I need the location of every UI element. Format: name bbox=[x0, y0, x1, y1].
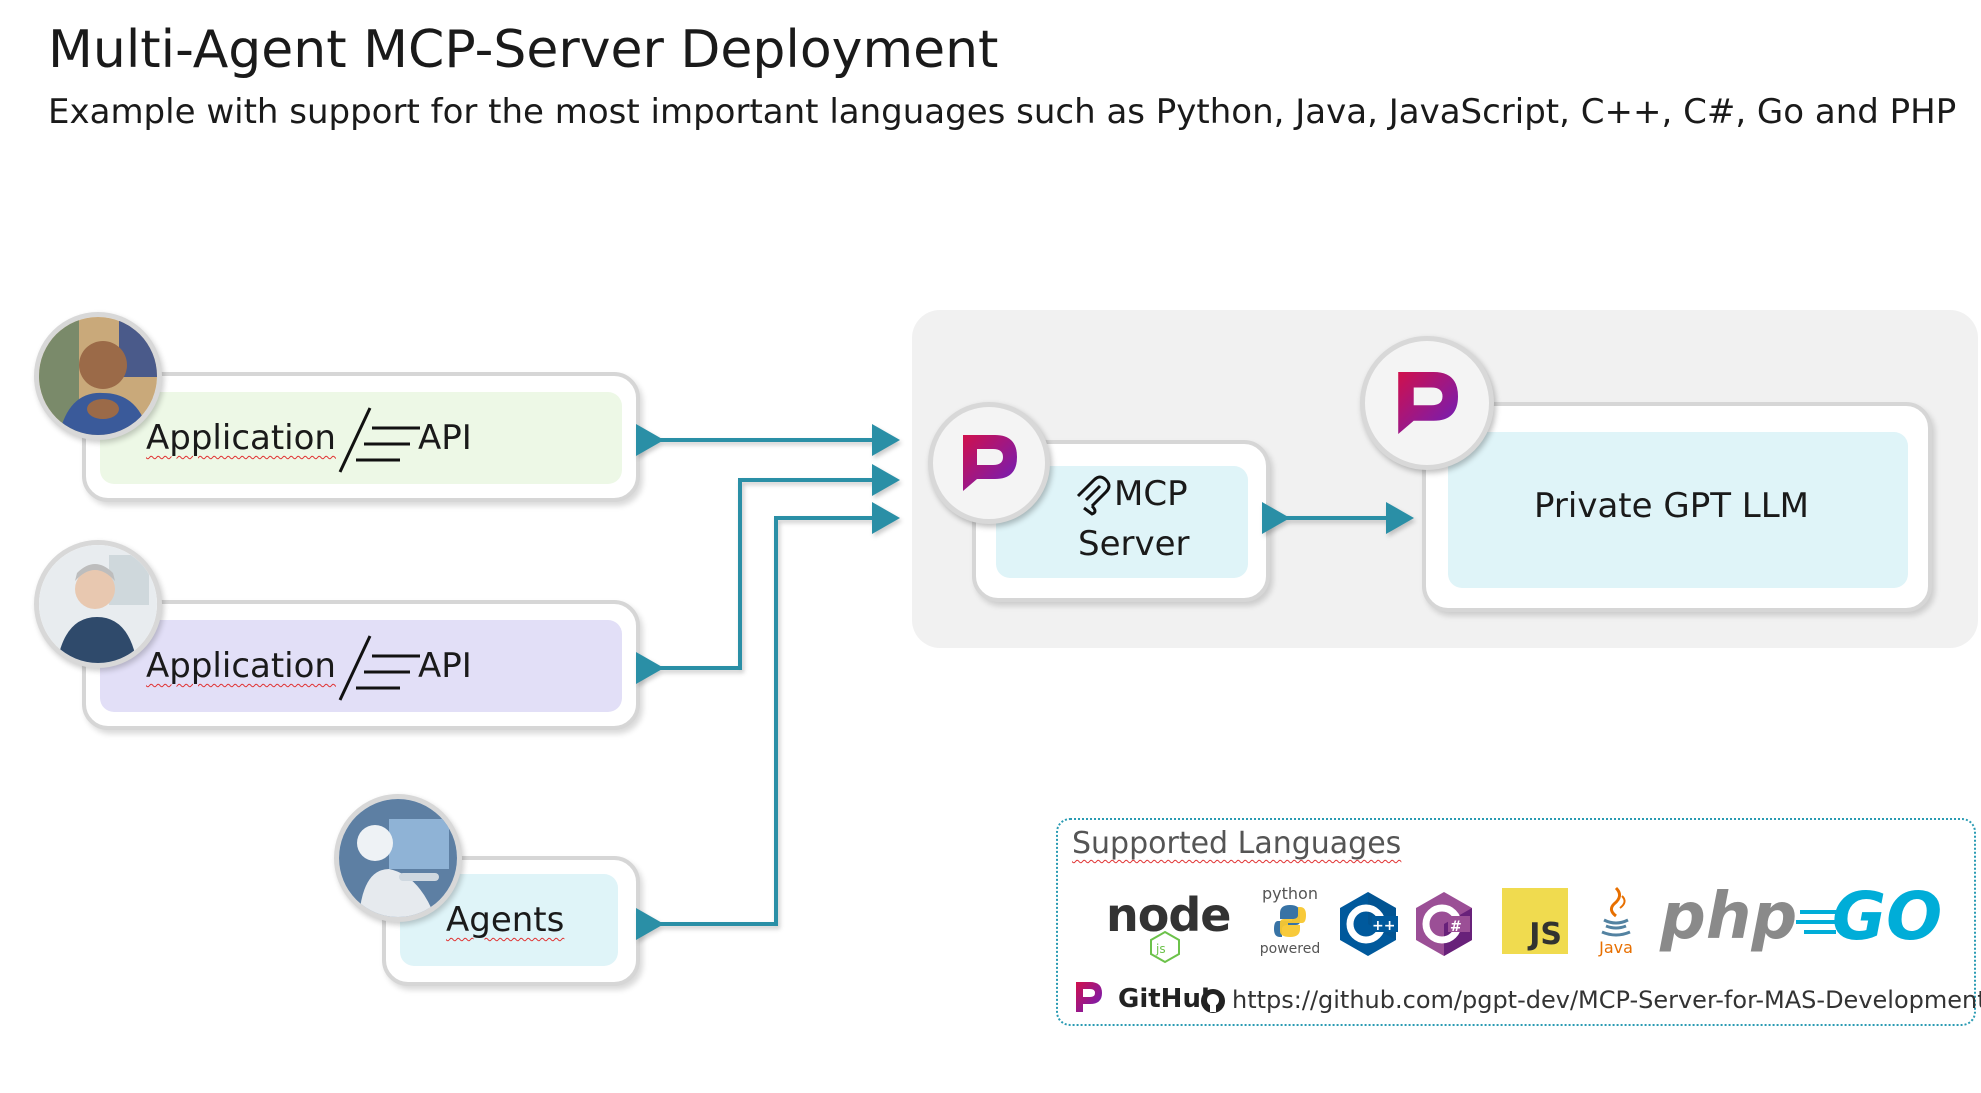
mcp-logo-badge bbox=[928, 402, 1050, 524]
person-avatar-2 bbox=[34, 540, 162, 668]
client-agents-label: Agents bbox=[446, 900, 565, 940]
svg-text:#: # bbox=[1450, 919, 1462, 935]
client-application-1-inner bbox=[100, 392, 622, 484]
python-top-text: python bbox=[1262, 884, 1318, 903]
client-application-2-inner bbox=[100, 620, 622, 712]
api-icon bbox=[338, 635, 420, 701]
arrow-agents-mcp bbox=[636, 502, 900, 940]
client-application-1-api: API bbox=[418, 418, 472, 458]
client-application-2-api: API bbox=[418, 646, 472, 686]
go-icon: GO bbox=[1796, 878, 1943, 955]
mcp-server-label-line2: Server bbox=[1078, 524, 1190, 564]
diagram-subtitle: Example with support for the most import… bbox=[48, 92, 1957, 132]
svg-text:js: js bbox=[1155, 942, 1166, 956]
php-icon: php bbox=[1660, 880, 1798, 954]
javascript-text: JS bbox=[1529, 917, 1562, 952]
nodejs-icon: node js bbox=[1106, 888, 1231, 964]
diagram-title: Multi-Agent MCP-Server Deployment bbox=[48, 20, 999, 80]
svg-text:++: ++ bbox=[1372, 918, 1395, 934]
csharp-icon: # bbox=[1416, 892, 1472, 956]
mcp-icon bbox=[1076, 475, 1111, 516]
python-icon: python powered bbox=[1258, 884, 1322, 964]
javascript-icon: JS bbox=[1502, 888, 1568, 954]
api-icon bbox=[338, 407, 420, 473]
python-bottom-text: powered bbox=[1259, 941, 1321, 957]
client-application-1-label: Application bbox=[146, 418, 336, 458]
supported-languages-title: Supported Languages bbox=[1072, 826, 1402, 861]
robot-avatar bbox=[334, 794, 462, 922]
mcp-server-label-line1: MCP bbox=[1114, 474, 1188, 514]
llm-label: Private GPT LLM bbox=[1534, 486, 1809, 526]
java-icon: Java bbox=[1594, 886, 1638, 960]
llm-logo-badge bbox=[1360, 336, 1494, 470]
github-icon bbox=[1201, 989, 1225, 1013]
cplusplus-icon: ++ bbox=[1340, 892, 1398, 956]
llm-inner bbox=[1448, 432, 1908, 588]
pgpt-logo-icon bbox=[1076, 982, 1102, 1012]
client-application-2-label: Application bbox=[146, 646, 336, 686]
java-text: Java bbox=[1599, 938, 1633, 957]
github-url-link[interactable]: https://github.com/pgpt-dev/MCP-Server-f… bbox=[1232, 986, 1981, 1014]
